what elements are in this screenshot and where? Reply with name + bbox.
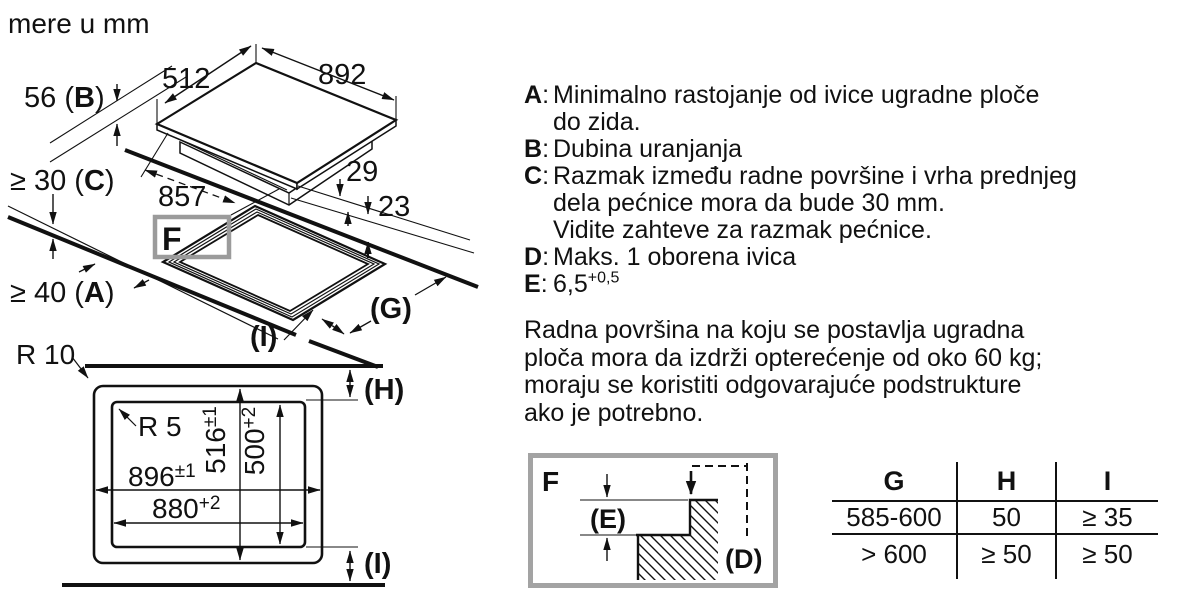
table-cell: ≥ 35	[1057, 502, 1158, 535]
svg-text:≥ 40 (A): ≥ 40 (A)	[10, 277, 115, 309]
dim-29-23: 29 23	[290, 156, 475, 258]
legend-text: 6,5+0,5	[553, 269, 620, 298]
legend-text: Dubina uranjanja	[553, 135, 743, 163]
svg-text:896±1: 896±1	[128, 461, 196, 492]
svg-text:R 5: R 5	[138, 411, 182, 442]
installation-diagram: 512 892 56 (B) ≥ 30 (C)	[7, 44, 479, 587]
table-header-g: G	[832, 462, 958, 502]
detail-f-label: F	[542, 466, 559, 497]
svg-text:(I): (I)	[364, 548, 391, 580]
plan-dim-516: 516±1	[200, 388, 244, 561]
detail-f-callout: F	[152, 214, 232, 260]
load-note-line: Radna površina na koju se postavlja ugra…	[524, 316, 1025, 344]
legend-text: Maks. 1 oborena ivica	[553, 243, 797, 271]
svg-text:R 10: R 10	[16, 339, 75, 370]
dim-892: 892	[261, 47, 397, 119]
dim-56-b: 56 (B)	[24, 65, 187, 163]
svg-text:56 (B): 56 (B)	[24, 82, 105, 114]
load-note-line: ploča mora da izdrži opterećenje od oko …	[524, 343, 1043, 372]
table-cell: 50	[958, 502, 1057, 535]
svg-text:500+2: 500+2	[239, 407, 270, 475]
table-cell: ≥ 50	[958, 535, 1057, 579]
dim-g: (G)	[349, 276, 447, 334]
legend-item-c: C: Razmak između radne površine i vrha p…	[524, 162, 1077, 244]
worktop-section-hatch	[638, 500, 718, 580]
svg-text:892: 892	[318, 59, 366, 91]
svg-text:857: 857	[158, 181, 206, 213]
units-note: mere u mm	[8, 8, 150, 39]
dim-512: 512	[156, 44, 257, 123]
svg-text:880+2: 880+2	[152, 493, 220, 524]
load-note-line: ako je potrebno.	[524, 398, 704, 427]
svg-text:(G): (G)	[370, 293, 412, 325]
legend-item-d: D: Maks. 1 oborena ivica	[524, 244, 1077, 271]
plan-view: R 10 R 5 516±1 500+2 896±1 880+2	[16, 339, 404, 587]
legend-item-e: E: 6,5+0,5	[524, 269, 1077, 298]
dim-c: ≥ 30 (C)	[10, 165, 115, 259]
dim-a: ≥ 40 (A)	[10, 263, 150, 309]
detail-f-box: F (E) (D)	[528, 453, 778, 588]
dim-857: 857	[140, 132, 280, 216]
table-cell: 585-600	[832, 502, 958, 535]
clearance-table: G H I 585-600 50 ≥ 35 > 600 ≥ 50 ≥ 50	[832, 462, 1158, 579]
table-header-i: I	[1057, 462, 1158, 502]
svg-text:(I): (I)	[250, 321, 277, 353]
detail-dim-e-label: (E)	[590, 504, 626, 534]
legend-text: dela pećnice mora da bude 30 mm.	[553, 189, 945, 217]
legend: A: Minimalno rastojanje od ivice ugradne…	[524, 82, 1077, 298]
svg-text:512: 512	[162, 63, 210, 95]
svg-text:(H): (H)	[364, 374, 404, 406]
worktop-cutout	[160, 204, 388, 322]
plan-dim-i: (I)	[306, 546, 391, 582]
detail-f-drawing: F (E) (D)	[542, 463, 762, 580]
load-note-line: moraju se koristiti odgovarajuće podstru…	[524, 371, 1022, 399]
dim-i-iso: (I)	[250, 309, 345, 353]
plan-dim-500: 500+2	[239, 404, 284, 545]
svg-text:F: F	[162, 221, 182, 257]
legend-text: do zida.	[553, 108, 641, 136]
table-header-h: H	[958, 462, 1057, 502]
svg-text:≥ 30 (C): ≥ 30 (C)	[10, 165, 115, 197]
svg-text:516±1: 516±1	[200, 406, 231, 474]
svg-text:23: 23	[378, 191, 410, 223]
plan-radius-outer: R 10	[16, 339, 89, 379]
detail-dim-d-label: (D)	[725, 544, 762, 574]
plan-radius-inner: R 5	[118, 408, 182, 442]
plan-dim-880: 880+2	[113, 493, 304, 527]
load-note: Radna površina na koju se postavlja ugra…	[524, 316, 1043, 427]
table-cell: > 600	[832, 535, 958, 579]
plan-dim-896: 896±1	[95, 461, 321, 494]
legend-text: Minimalno rastojanje od ivice ugradne pl…	[553, 81, 1040, 109]
legend-text: Vidite zahteve za razmak pećnice.	[553, 216, 932, 244]
legend-item-b: B: Dubina uranjanja	[524, 136, 1077, 163]
table-cell: ≥ 50	[1082, 539, 1133, 569]
legend-item-a: A: Minimalno rastojanje od ivice ugradne…	[524, 82, 1077, 136]
plan-dim-h: (H)	[306, 369, 404, 406]
svg-text:29: 29	[346, 156, 378, 188]
legend-text: Razmak između radne površine i vrha pred…	[553, 162, 1077, 190]
